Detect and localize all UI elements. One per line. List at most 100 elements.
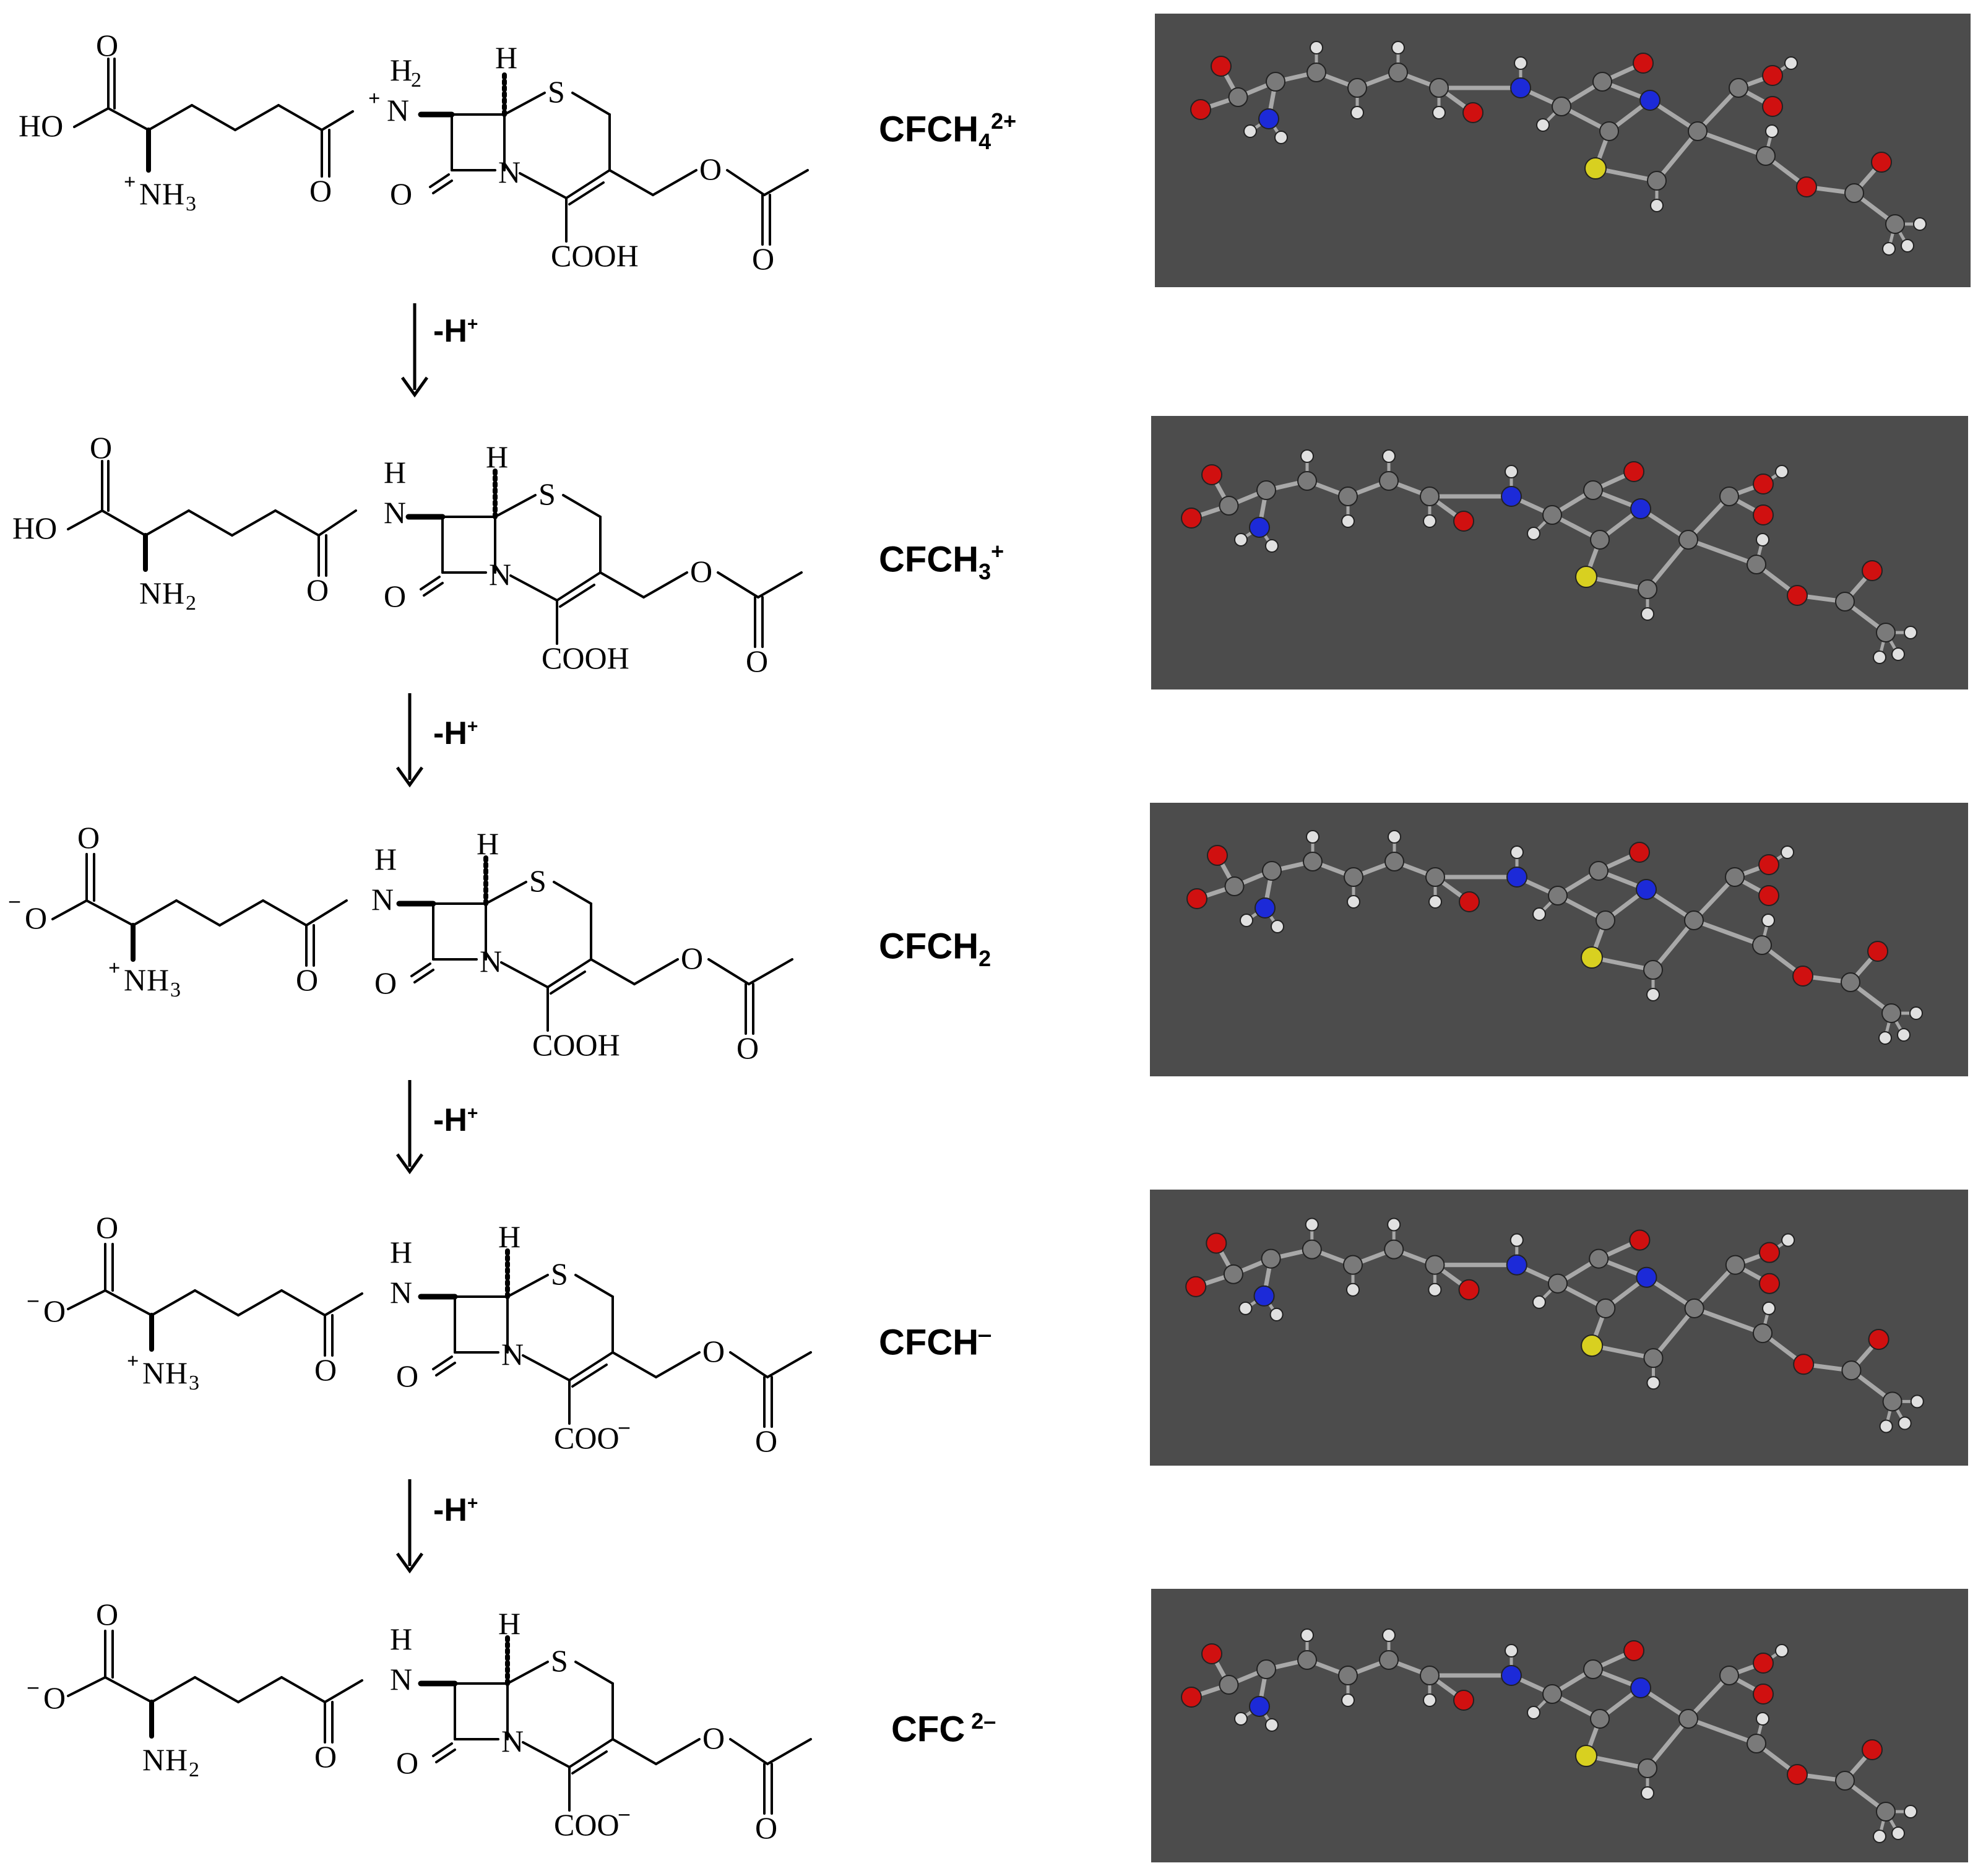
step-label-1: -H+ bbox=[433, 313, 478, 349]
model-atom-h bbox=[1423, 514, 1436, 528]
model-atom-h bbox=[1891, 1826, 1905, 1840]
atom-h: H bbox=[384, 455, 406, 490]
species-label-5: CFC 2– bbox=[891, 1708, 996, 1750]
atom-h: H bbox=[390, 1235, 412, 1269]
model-atom-n bbox=[1510, 77, 1531, 98]
model-atom-c bbox=[1876, 1802, 1896, 1822]
model-atom-h bbox=[1765, 124, 1779, 138]
atom-o: O bbox=[396, 1359, 418, 1393]
model-bond bbox=[1686, 495, 1731, 542]
atom-o: O bbox=[736, 1031, 759, 1065]
model-atom-c bbox=[1261, 1248, 1281, 1269]
svg-text:H: H bbox=[165, 1355, 188, 1390]
model-atom-c bbox=[1684, 910, 1704, 930]
model-atom-c bbox=[1752, 1323, 1773, 1344]
model-atom-h bbox=[1775, 465, 1789, 478]
model-atom-o bbox=[1796, 176, 1817, 197]
model-atom-o bbox=[1201, 1643, 1222, 1664]
model-atom-c bbox=[1876, 623, 1896, 642]
model-bond bbox=[1651, 919, 1696, 972]
svg-text:N: N bbox=[142, 1742, 165, 1777]
atom-o: O bbox=[43, 1680, 66, 1715]
atom-o: O bbox=[96, 1210, 118, 1245]
model-atom-c bbox=[1589, 861, 1609, 881]
model-atom-h bbox=[1387, 1217, 1401, 1232]
ball-and-stick-model bbox=[1181, 1628, 1917, 1843]
model-atom-h bbox=[1509, 1233, 1524, 1247]
svg-text:H: H bbox=[147, 962, 169, 997]
model-atom-n bbox=[1506, 867, 1527, 888]
model-atom-c bbox=[1678, 1709, 1698, 1729]
model-atom-c bbox=[1303, 852, 1323, 871]
model-bond bbox=[1693, 1263, 1737, 1310]
subscript: 2 bbox=[411, 69, 421, 92]
model-atom-h bbox=[1234, 1712, 1248, 1726]
model-atom-c bbox=[1338, 486, 1358, 506]
atom-o: O bbox=[96, 28, 118, 63]
model-atom-h bbox=[1879, 1419, 1893, 1433]
model-atom-h bbox=[1532, 907, 1546, 921]
model-atom-c bbox=[1223, 1264, 1243, 1284]
model-atom-o bbox=[1181, 508, 1202, 529]
model-atom-h bbox=[1910, 1394, 1924, 1409]
atom-o: O bbox=[309, 173, 332, 208]
model-atom-c bbox=[1224, 876, 1245, 896]
model-atom-h bbox=[1761, 1301, 1776, 1315]
atom-s: S bbox=[529, 863, 546, 898]
model-atom-s bbox=[1575, 1745, 1597, 1767]
model-atom-o bbox=[1623, 461, 1644, 482]
atom-ho: HO bbox=[19, 108, 63, 143]
model-atom-c bbox=[1344, 867, 1363, 887]
model-atom-n bbox=[1249, 517, 1270, 538]
model-atom-h bbox=[1265, 1718, 1279, 1732]
model-atom-h bbox=[1641, 1786, 1654, 1800]
model-atom-o bbox=[1753, 473, 1774, 495]
model-atom-c bbox=[1729, 78, 1748, 98]
model-atom-h bbox=[1756, 533, 1769, 547]
model-atom-c bbox=[1688, 121, 1708, 141]
atom-n: N bbox=[501, 1337, 524, 1372]
model-atom-c bbox=[1590, 1709, 1610, 1729]
model-atom-h bbox=[1510, 845, 1524, 859]
model-atom-h bbox=[1305, 1217, 1319, 1232]
model-atom-c bbox=[1338, 1666, 1358, 1685]
minus-sign: – bbox=[618, 1802, 630, 1825]
atom-h: H bbox=[374, 842, 397, 876]
model-atom-s bbox=[1581, 1334, 1604, 1357]
model-atom-h bbox=[1423, 1693, 1436, 1707]
atom-cooh: COOH bbox=[551, 238, 639, 273]
model-atom-o bbox=[1792, 966, 1813, 987]
model-atom-c bbox=[1725, 867, 1745, 887]
model-atom-h bbox=[1873, 651, 1886, 664]
model-atom-o bbox=[1868, 1329, 1889, 1351]
atom-o: O bbox=[690, 554, 712, 589]
model-atom-c bbox=[1599, 121, 1619, 141]
model-atom-h bbox=[1904, 1805, 1917, 1818]
atom-o: O bbox=[25, 901, 47, 935]
model-atom-c bbox=[1725, 1255, 1745, 1275]
model-atom-c bbox=[1841, 972, 1860, 992]
molecule-model-4 bbox=[1150, 1190, 1968, 1466]
model-atom-c bbox=[1219, 1675, 1239, 1695]
model-atom-c bbox=[1262, 861, 1282, 881]
model-bond bbox=[1655, 129, 1699, 183]
molecule-model-5 bbox=[1151, 1589, 1968, 1862]
model-atom-c bbox=[1425, 867, 1445, 887]
model-atom-o bbox=[1862, 560, 1883, 581]
model-atom-c bbox=[1881, 1003, 1901, 1023]
model-atom-o bbox=[1453, 511, 1474, 532]
model-atom-h bbox=[1756, 1712, 1769, 1726]
model-atom-c bbox=[1719, 486, 1739, 506]
model-atom-h bbox=[1784, 56, 1798, 70]
model-atom-n bbox=[1249, 1696, 1270, 1717]
model-bond bbox=[1696, 86, 1740, 133]
model-atom-o bbox=[1862, 1739, 1883, 1760]
atom-n: N bbox=[480, 944, 502, 979]
model-atom-o bbox=[1629, 842, 1650, 863]
model-atom-h bbox=[1300, 1628, 1314, 1642]
atom-h: H bbox=[495, 40, 517, 75]
ball-and-stick-model bbox=[1181, 449, 1917, 664]
